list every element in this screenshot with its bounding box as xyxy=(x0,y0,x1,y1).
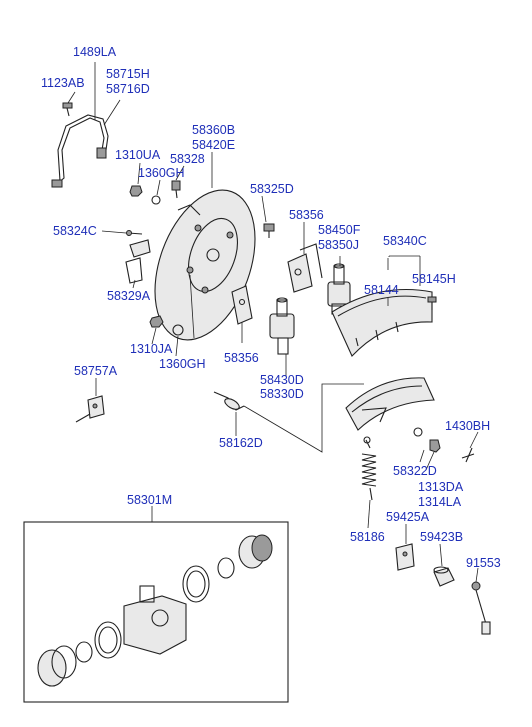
spring-58186[interactable] xyxy=(361,436,377,501)
label-58145H: 58145H xyxy=(412,272,456,286)
seal-left[interactable] xyxy=(94,621,122,659)
label-59425A: 59425A xyxy=(386,510,430,524)
washer-58322D[interactable] xyxy=(413,427,441,453)
bolt-1123AB[interactable] xyxy=(62,102,73,117)
label-58340C: 58340C xyxy=(383,234,427,248)
wheel-cylinder-58430D[interactable] xyxy=(269,297,295,355)
nut-59425A[interactable] xyxy=(395,543,415,571)
label-58329A: 58329A xyxy=(107,289,151,303)
kit-box xyxy=(23,521,289,703)
label-58162D: 58162D xyxy=(219,436,263,450)
washer-1360GH-top[interactable] xyxy=(151,195,161,205)
bolt-58145H[interactable] xyxy=(427,296,437,310)
label-58450F: 58450F xyxy=(318,223,361,237)
label-58430D: 58430D xyxy=(260,373,304,387)
brake-tube[interactable] xyxy=(51,114,109,188)
nut-1310JA[interactable] xyxy=(149,315,164,328)
piston-cup-right[interactable] xyxy=(217,557,235,579)
label-59423B: 59423B xyxy=(420,530,463,544)
backing-plate[interactable] xyxy=(136,176,274,353)
label-58356-top: 58356 xyxy=(289,208,324,222)
label-1310UA: 1310UA xyxy=(115,148,161,162)
label-58350J: 58350J xyxy=(318,238,359,252)
label-58716D: 58716D xyxy=(106,82,150,96)
bolt-58325D[interactable] xyxy=(263,223,275,238)
label-1360GH-top: 1360GH xyxy=(138,166,185,180)
adjuster-plate-bottom[interactable] xyxy=(231,285,253,325)
label-58144: 58144 xyxy=(364,283,399,297)
label-58330D: 58330D xyxy=(260,387,304,401)
sensor-91553[interactable] xyxy=(471,581,491,635)
label-58325D: 58325D xyxy=(250,182,294,196)
brake-shoe-58330D[interactable] xyxy=(345,377,435,431)
label-1123AB: 1123AB xyxy=(41,76,85,90)
adjuster-plate-top[interactable] xyxy=(287,243,323,293)
label-1313DA: 1313DA xyxy=(418,480,464,494)
seal-right[interactable] xyxy=(182,565,210,603)
label-1360GH-bot: 1360GH xyxy=(159,357,206,371)
pin-58324C[interactable] xyxy=(126,230,143,236)
label-1489LA: 1489LA xyxy=(73,45,117,59)
piston-cup-left[interactable] xyxy=(75,641,93,663)
label-58420E: 58420E xyxy=(192,138,235,152)
sleeve-59423B[interactable] xyxy=(433,566,455,587)
label-1430BH: 1430BH xyxy=(445,419,490,433)
link-58162D[interactable] xyxy=(213,391,245,411)
label-58324C: 58324C xyxy=(53,224,97,238)
brake-shoe-58144[interactable] xyxy=(331,288,433,357)
label-1310JA: 1310JA xyxy=(130,342,173,356)
nut-1310UA[interactable] xyxy=(129,185,143,197)
label-58356-bot: 58356 xyxy=(224,351,259,365)
label-58757A: 58757A xyxy=(74,364,118,378)
washer-1360GH-bot[interactable] xyxy=(172,324,184,336)
bleeder-58328[interactable] xyxy=(171,180,181,199)
label-58186: 58186 xyxy=(350,530,385,544)
wheel-cylinder-body[interactable] xyxy=(123,585,187,655)
dust-boot-left[interactable] xyxy=(37,645,77,687)
label-58322D: 58322D xyxy=(393,464,437,478)
label-58715H: 58715H xyxy=(106,67,150,81)
label-1314LA: 1314LA xyxy=(418,495,462,509)
dust-boot-right[interactable] xyxy=(238,534,273,569)
clip-58329A[interactable] xyxy=(125,239,151,284)
label-58328: 58328 xyxy=(170,152,205,166)
bracket-58757A[interactable] xyxy=(75,395,105,423)
label-91553: 91553 xyxy=(466,556,501,570)
pin-1430BH[interactable] xyxy=(461,447,475,463)
label-58301M: 58301M xyxy=(127,493,172,507)
label-58360B: 58360B xyxy=(192,123,235,137)
wheel-cylinder-58450F[interactable] xyxy=(327,263,351,315)
